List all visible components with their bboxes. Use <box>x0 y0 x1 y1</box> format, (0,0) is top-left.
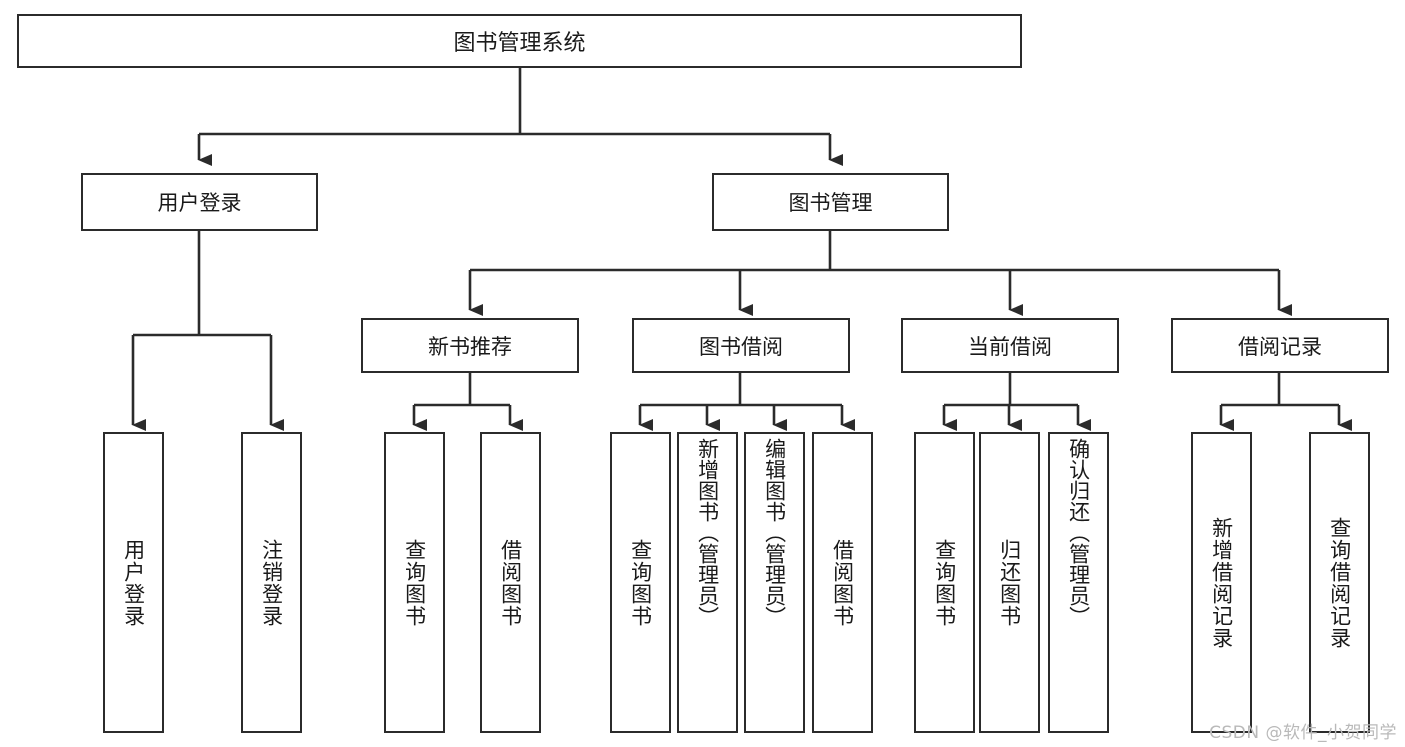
node-leaf-query-book-1-label: 查询图书 <box>402 538 427 627</box>
node-leaf-add-book[interactable]: 新增图书（管理员） <box>677 432 738 733</box>
node-user-login-label: 用户登录 <box>157 191 242 215</box>
node-root-label: 图书管理系统 <box>453 31 586 56</box>
node-leaf-borrow-book-2[interactable]: 借阅图书 <box>812 432 873 733</box>
node-leaf-logout-login-label: 注销登录 <box>259 538 284 627</box>
node-leaf-query-book-2[interactable]: 查询图书 <box>610 432 671 733</box>
watermark: CSDN @软件_小贺同学 <box>1209 723 1397 743</box>
node-leaf-query-book-3-label: 查询图书 <box>932 538 957 627</box>
node-leaf-edit-book-label: 编辑图书（管理员） <box>762 438 787 627</box>
node-user-login[interactable]: 用户登录 <box>81 173 318 231</box>
node-borrow-record-label: 借阅记录 <box>1238 334 1322 359</box>
node-leaf-confirm-return[interactable]: 确认归还（管理员） <box>1048 432 1109 733</box>
node-leaf-add-book-label: 新增图书（管理员） <box>695 438 720 627</box>
node-leaf-logout-login[interactable]: 注销登录 <box>241 432 302 733</box>
node-book-borrow[interactable]: 图书借阅 <box>632 318 850 373</box>
node-book-borrow-label: 图书借阅 <box>699 334 783 359</box>
node-leaf-borrow-book-2-label: 借阅图书 <box>830 538 855 627</box>
node-leaf-user-login[interactable]: 用户登录 <box>103 432 164 733</box>
node-leaf-borrow-book-1[interactable]: 借阅图书 <box>480 432 541 733</box>
node-new-book-recommend[interactable]: 新书推荐 <box>361 318 579 373</box>
node-leaf-query-record[interactable]: 查询借阅记录 <box>1309 432 1370 733</box>
node-leaf-add-record[interactable]: 新增借阅记录 <box>1191 432 1252 733</box>
node-leaf-edit-book[interactable]: 编辑图书（管理员） <box>744 432 805 733</box>
node-current-borrow[interactable]: 当前借阅 <box>901 318 1119 373</box>
node-borrow-record[interactable]: 借阅记录 <box>1171 318 1389 373</box>
node-leaf-query-book-2-label: 查询图书 <box>628 538 653 627</box>
node-book-manage-label: 图书管理 <box>788 191 873 215</box>
node-leaf-return-book-label: 归还图书 <box>997 538 1022 627</box>
node-leaf-borrow-book-1-label: 借阅图书 <box>498 538 523 627</box>
node-book-manage[interactable]: 图书管理 <box>712 173 949 231</box>
node-leaf-query-book-1[interactable]: 查询图书 <box>384 432 445 733</box>
node-leaf-user-login-label: 用户登录 <box>121 538 146 627</box>
node-leaf-confirm-return-label: 确认归还（管理员） <box>1066 438 1091 627</box>
node-leaf-query-book-3[interactable]: 查询图书 <box>914 432 975 733</box>
node-current-borrow-label: 当前借阅 <box>968 334 1052 359</box>
node-leaf-add-record-label: 新增借阅记录 <box>1209 516 1234 649</box>
node-leaf-query-record-label: 查询借阅记录 <box>1327 516 1352 649</box>
node-new-book-recommend-label: 新书推荐 <box>428 334 512 359</box>
node-leaf-return-book[interactable]: 归还图书 <box>979 432 1040 733</box>
node-root[interactable]: 图书管理系统 <box>17 14 1022 68</box>
